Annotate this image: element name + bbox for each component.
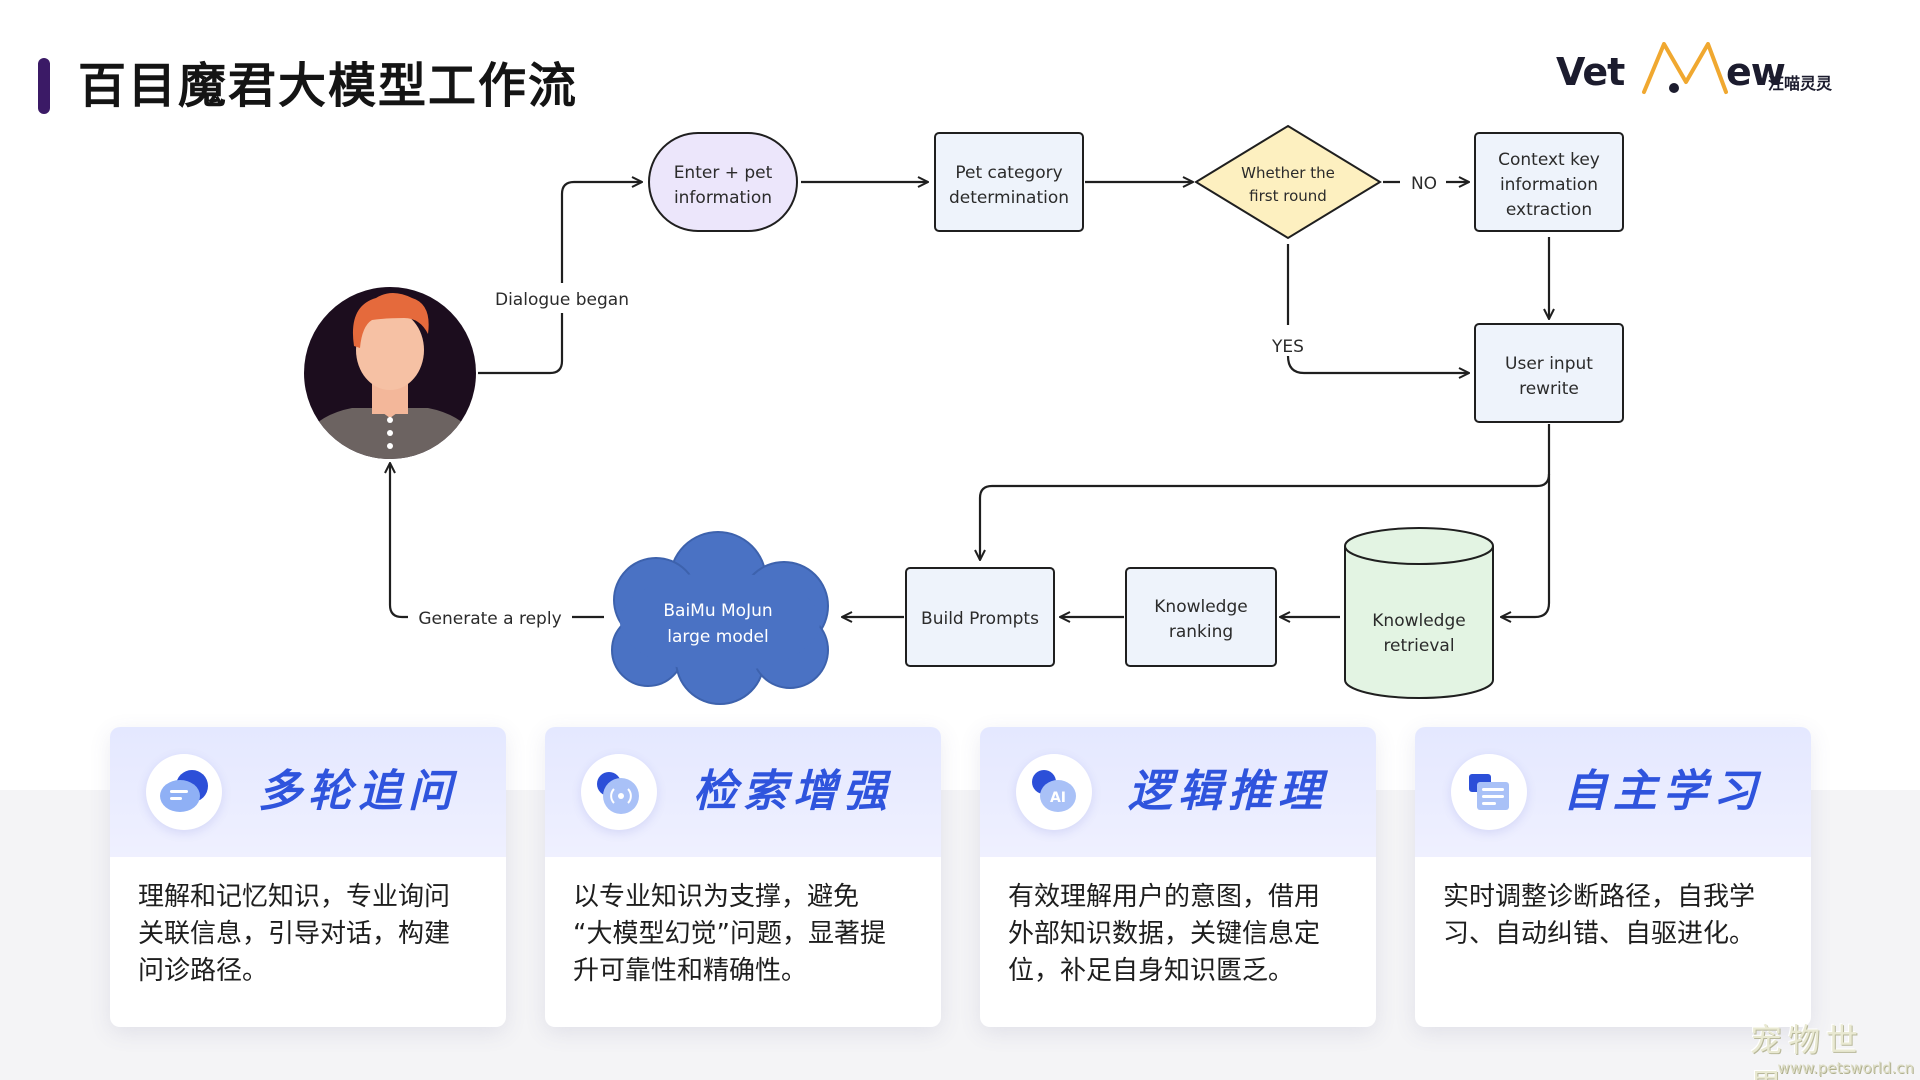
title-accent-bar <box>38 58 50 114</box>
feature-title: 自主学习 <box>1563 766 1763 817</box>
node-knowledge-ranking: Knowledge ranking <box>1125 567 1277 667</box>
page-title: 百目魔君大模型工作流 <box>78 58 579 114</box>
node-pet-category: Pet category determination <box>934 132 1084 232</box>
edge-user-to-enter <box>478 182 642 375</box>
svg-text:ranking: ranking <box>1169 622 1233 642</box>
watermark-url: www.petsworld.cn <box>1777 1059 1914 1077</box>
generate-reply-label: Generate a reply <box>418 609 561 629</box>
watermark: 宠物世界 www.petsworld.cn <box>1750 1015 1920 1080</box>
svg-text:Whether the: Whether the <box>1241 164 1335 182</box>
svg-text:information: information <box>674 188 772 208</box>
svg-text:BaiMu MoJun: BaiMu MoJun <box>663 601 772 621</box>
cat-ears-logo-icon <box>1642 42 1728 94</box>
feature-card-multi-round: 多轮追问 理解和记忆知识，专业询问 关联信息，引导对话，构建 问诊路径。 <box>110 727 506 1027</box>
feature-card-retrieval: 检索增强 以专业知识为支撑，避免 “大模型幻觉”问题，显著提 升可靠性和精确性。 <box>545 727 941 1027</box>
brand-subtitle: 汪喵灵灵 <box>1768 74 1833 93</box>
svg-text:first round: first round <box>1249 187 1327 205</box>
edge-decision-yes <box>1286 355 1469 373</box>
svg-text:User input: User input <box>1505 354 1593 374</box>
workflow-diagram: Dialogue began NO YES Generate a reply E… <box>304 124 1624 705</box>
feature-title: 多轮追问 <box>258 766 458 817</box>
signal-search-icon <box>581 754 657 830</box>
svg-text:Context key: Context key <box>1498 150 1600 170</box>
svg-text:Knowledge: Knowledge <box>1372 611 1465 631</box>
node-knowledge-retrieval: Knowledge retrieval <box>1344 527 1494 699</box>
svg-text:Build Prompts: Build Prompts <box>921 609 1039 629</box>
no-label: NO <box>1411 174 1437 194</box>
flow-connectors <box>390 182 1549 617</box>
feature-card-self-learning: 自主学习 实时调整诊断路径，自我学 习、自动纠错、自驱进化。 <box>1415 727 1811 1027</box>
svg-text:information: information <box>1500 175 1598 195</box>
svg-text:AI: AI <box>1050 790 1066 806</box>
watermark-title: 宠物世界 <box>1750 1021 1865 1080</box>
feature-description: 有效理解用户的意图，借用 外部知识数据，关键信息定 位，补足自身知识匮乏。 <box>1008 882 1321 986</box>
node-first-round-decision: Whether the first round <box>1194 124 1382 240</box>
feature-description: 以专业知识为支撑，避免 “大模型幻觉”问题，显著提 升可靠性和精确性。 <box>573 882 886 986</box>
brand-text-left: Vet <box>1556 50 1625 94</box>
node-large-model-cloud: BaiMu MoJun large model <box>611 531 829 705</box>
document-list-icon <box>1451 754 1527 830</box>
svg-text:Pet category: Pet category <box>955 163 1062 183</box>
node-user-input-rewrite: User input rewrite <box>1474 323 1624 423</box>
node-context-key-extraction: Context key information extraction <box>1474 132 1624 232</box>
svg-text:large model: large model <box>667 627 768 647</box>
label-bg <box>492 283 632 313</box>
edge-rewrite-to-retrieval <box>1501 474 1551 617</box>
feature-title: 逻辑推理 <box>1128 766 1328 817</box>
svg-text:Enter + pet: Enter + pet <box>674 163 773 183</box>
yes-label: YES <box>1271 337 1304 357</box>
feature-title: 检索增强 <box>693 766 893 817</box>
feature-description: 理解和记忆知识，专业询问 关联信息，引导对话，构建 问诊路径。 <box>138 882 451 986</box>
user-avatar <box>304 287 476 459</box>
svg-text:determination: determination <box>949 188 1069 208</box>
brand-logo: Vet ew 汪喵灵灵 <box>1556 42 1846 102</box>
svg-text:rewrite: rewrite <box>1519 379 1579 399</box>
ai-chat-icon: AI <box>1016 754 1092 830</box>
chat-bubbles-icon <box>146 754 222 830</box>
feature-card-reasoning: AI 逻辑推理 有效理解用户的意图，借用 外部知识数据，关键信息定 位，补足自身… <box>980 727 1376 1027</box>
node-enter-pet-info: Enter + pet information <box>648 132 798 232</box>
svg-text:retrieval: retrieval <box>1383 636 1454 656</box>
svg-text:extraction: extraction <box>1506 200 1592 220</box>
node-build-prompts: Build Prompts <box>905 567 1055 667</box>
edge-reply-to-user <box>390 463 408 619</box>
svg-text:Knowledge: Knowledge <box>1154 597 1247 617</box>
feature-description: 实时调整诊断路径，自我学 习、自动纠错、自驱进化。 <box>1443 882 1756 949</box>
dialogue-began-label: Dialogue began <box>495 290 629 310</box>
brand-text-right: ew <box>1726 50 1786 94</box>
